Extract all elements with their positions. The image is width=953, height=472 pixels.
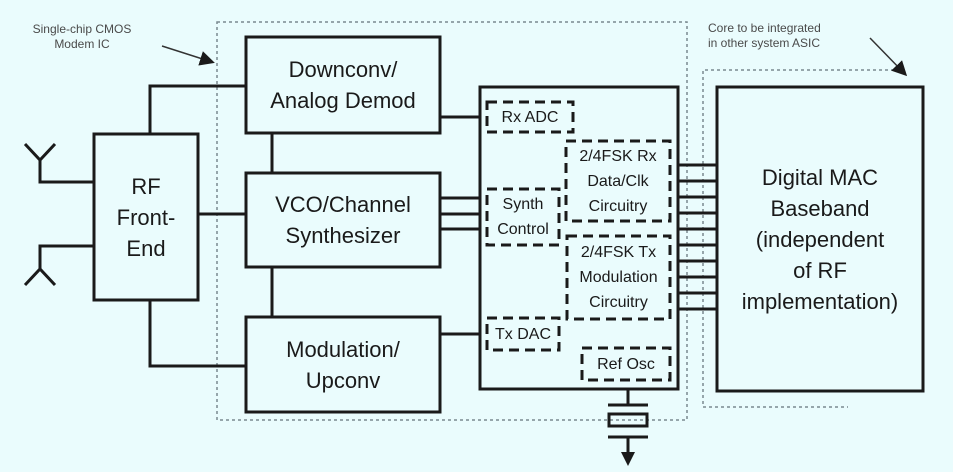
ref-osc-label: Ref Osc	[582, 348, 670, 380]
label-line: Synthesizer	[285, 223, 401, 248]
vco-block	[244, 171, 442, 269]
label-line: Ref Osc	[597, 355, 655, 373]
downconv-label: Downconv/ Analog Demod	[246, 37, 440, 133]
core-arrow	[869, 37, 908, 77]
rf-front-end-block	[92, 132, 200, 302]
label-line: 2/4FSK Rx	[579, 147, 657, 165]
label-line: Control	[497, 221, 549, 238]
label-line: Digital MAC	[761, 164, 879, 190]
label-line: 2/4FSK Tx	[580, 244, 657, 261]
crystal-oscillator-icon	[607, 389, 649, 452]
label-line: Modulation	[579, 269, 658, 286]
label-line: Downconv/	[288, 57, 398, 82]
label-line: Data/Clk	[587, 172, 649, 190]
annotation-line: Core to be integrated	[708, 21, 821, 35]
rx-adc-label: Rx ADC	[487, 102, 573, 132]
modulation-label: Modulation/ Upconv	[246, 317, 440, 412]
fsk-tx-sub-block	[565, 234, 672, 321]
label-line: Front-	[116, 204, 176, 230]
label-line: Rx ADC	[501, 108, 559, 126]
label-line: Circuitry	[588, 197, 648, 215]
ref-osc-sub-block	[580, 346, 672, 382]
fsk-rx-sub-block	[564, 139, 672, 223]
tx-dac-sub-block	[485, 316, 561, 352]
digital-mac-block	[715, 85, 925, 393]
fsk-rx-label: 2/4FSK Rx Data/Clk Circuitry	[566, 141, 670, 221]
rf-to-downconv-wire	[148, 84, 246, 134]
synth-control-label: Synth Control	[487, 189, 559, 245]
rf-front-end-label: RF Front- End	[94, 134, 198, 300]
vco-label: VCO/Channel Synthesizer	[246, 173, 440, 267]
annotation-line: Modem IC	[54, 37, 110, 51]
digital-mac-label: Digital MAC Baseband (independent of RF …	[717, 87, 923, 391]
vco-to-synth-bus	[440, 196, 480, 231]
annotation-line: Single-chip CMOS	[32, 22, 132, 36]
label-line: Upconv	[305, 367, 381, 393]
label-line: Modulation/	[286, 336, 400, 362]
modem-ic-annotation: Single-chip CMOS Modem IC	[12, 22, 152, 52]
antenna-top-icon	[23, 142, 94, 184]
label-line: (independent	[755, 226, 885, 252]
antenna-bottom-icon	[23, 244, 94, 287]
synth-control-sub-block	[485, 187, 561, 247]
label-line: Analog Demod	[270, 88, 416, 113]
modem-ic-boundary	[216, 21, 688, 421]
label-line: RF	[131, 173, 161, 199]
ground-arrow-icon	[621, 452, 635, 466]
label-line: implementation)	[741, 288, 899, 314]
label-line: VCO/Channel	[275, 192, 411, 217]
rx-adc-sub-block	[485, 100, 575, 134]
digital-to-mac-bus	[678, 163, 717, 311]
core-annotation: Core to be integrated in other system AS…	[708, 21, 868, 51]
label-line: Baseband	[770, 195, 870, 221]
rf-to-modulation-wire	[148, 300, 246, 368]
modem-ic-arrow	[161, 45, 215, 66]
fsk-tx-label: 2/4FSK Tx Modulation Circuitry	[567, 236, 670, 319]
annotation-line: in other system ASIC	[708, 36, 821, 50]
label-line: Synth	[502, 196, 544, 213]
tx-dac-label: Tx DAC	[487, 318, 559, 350]
label-line: of RF	[793, 257, 847, 283]
core-asic-boundary	[702, 69, 900, 408]
digital-block	[478, 85, 680, 391]
label-line: End	[126, 235, 166, 261]
label-line: Circuitry	[589, 294, 648, 311]
label-line: Tx DAC	[495, 325, 551, 343]
